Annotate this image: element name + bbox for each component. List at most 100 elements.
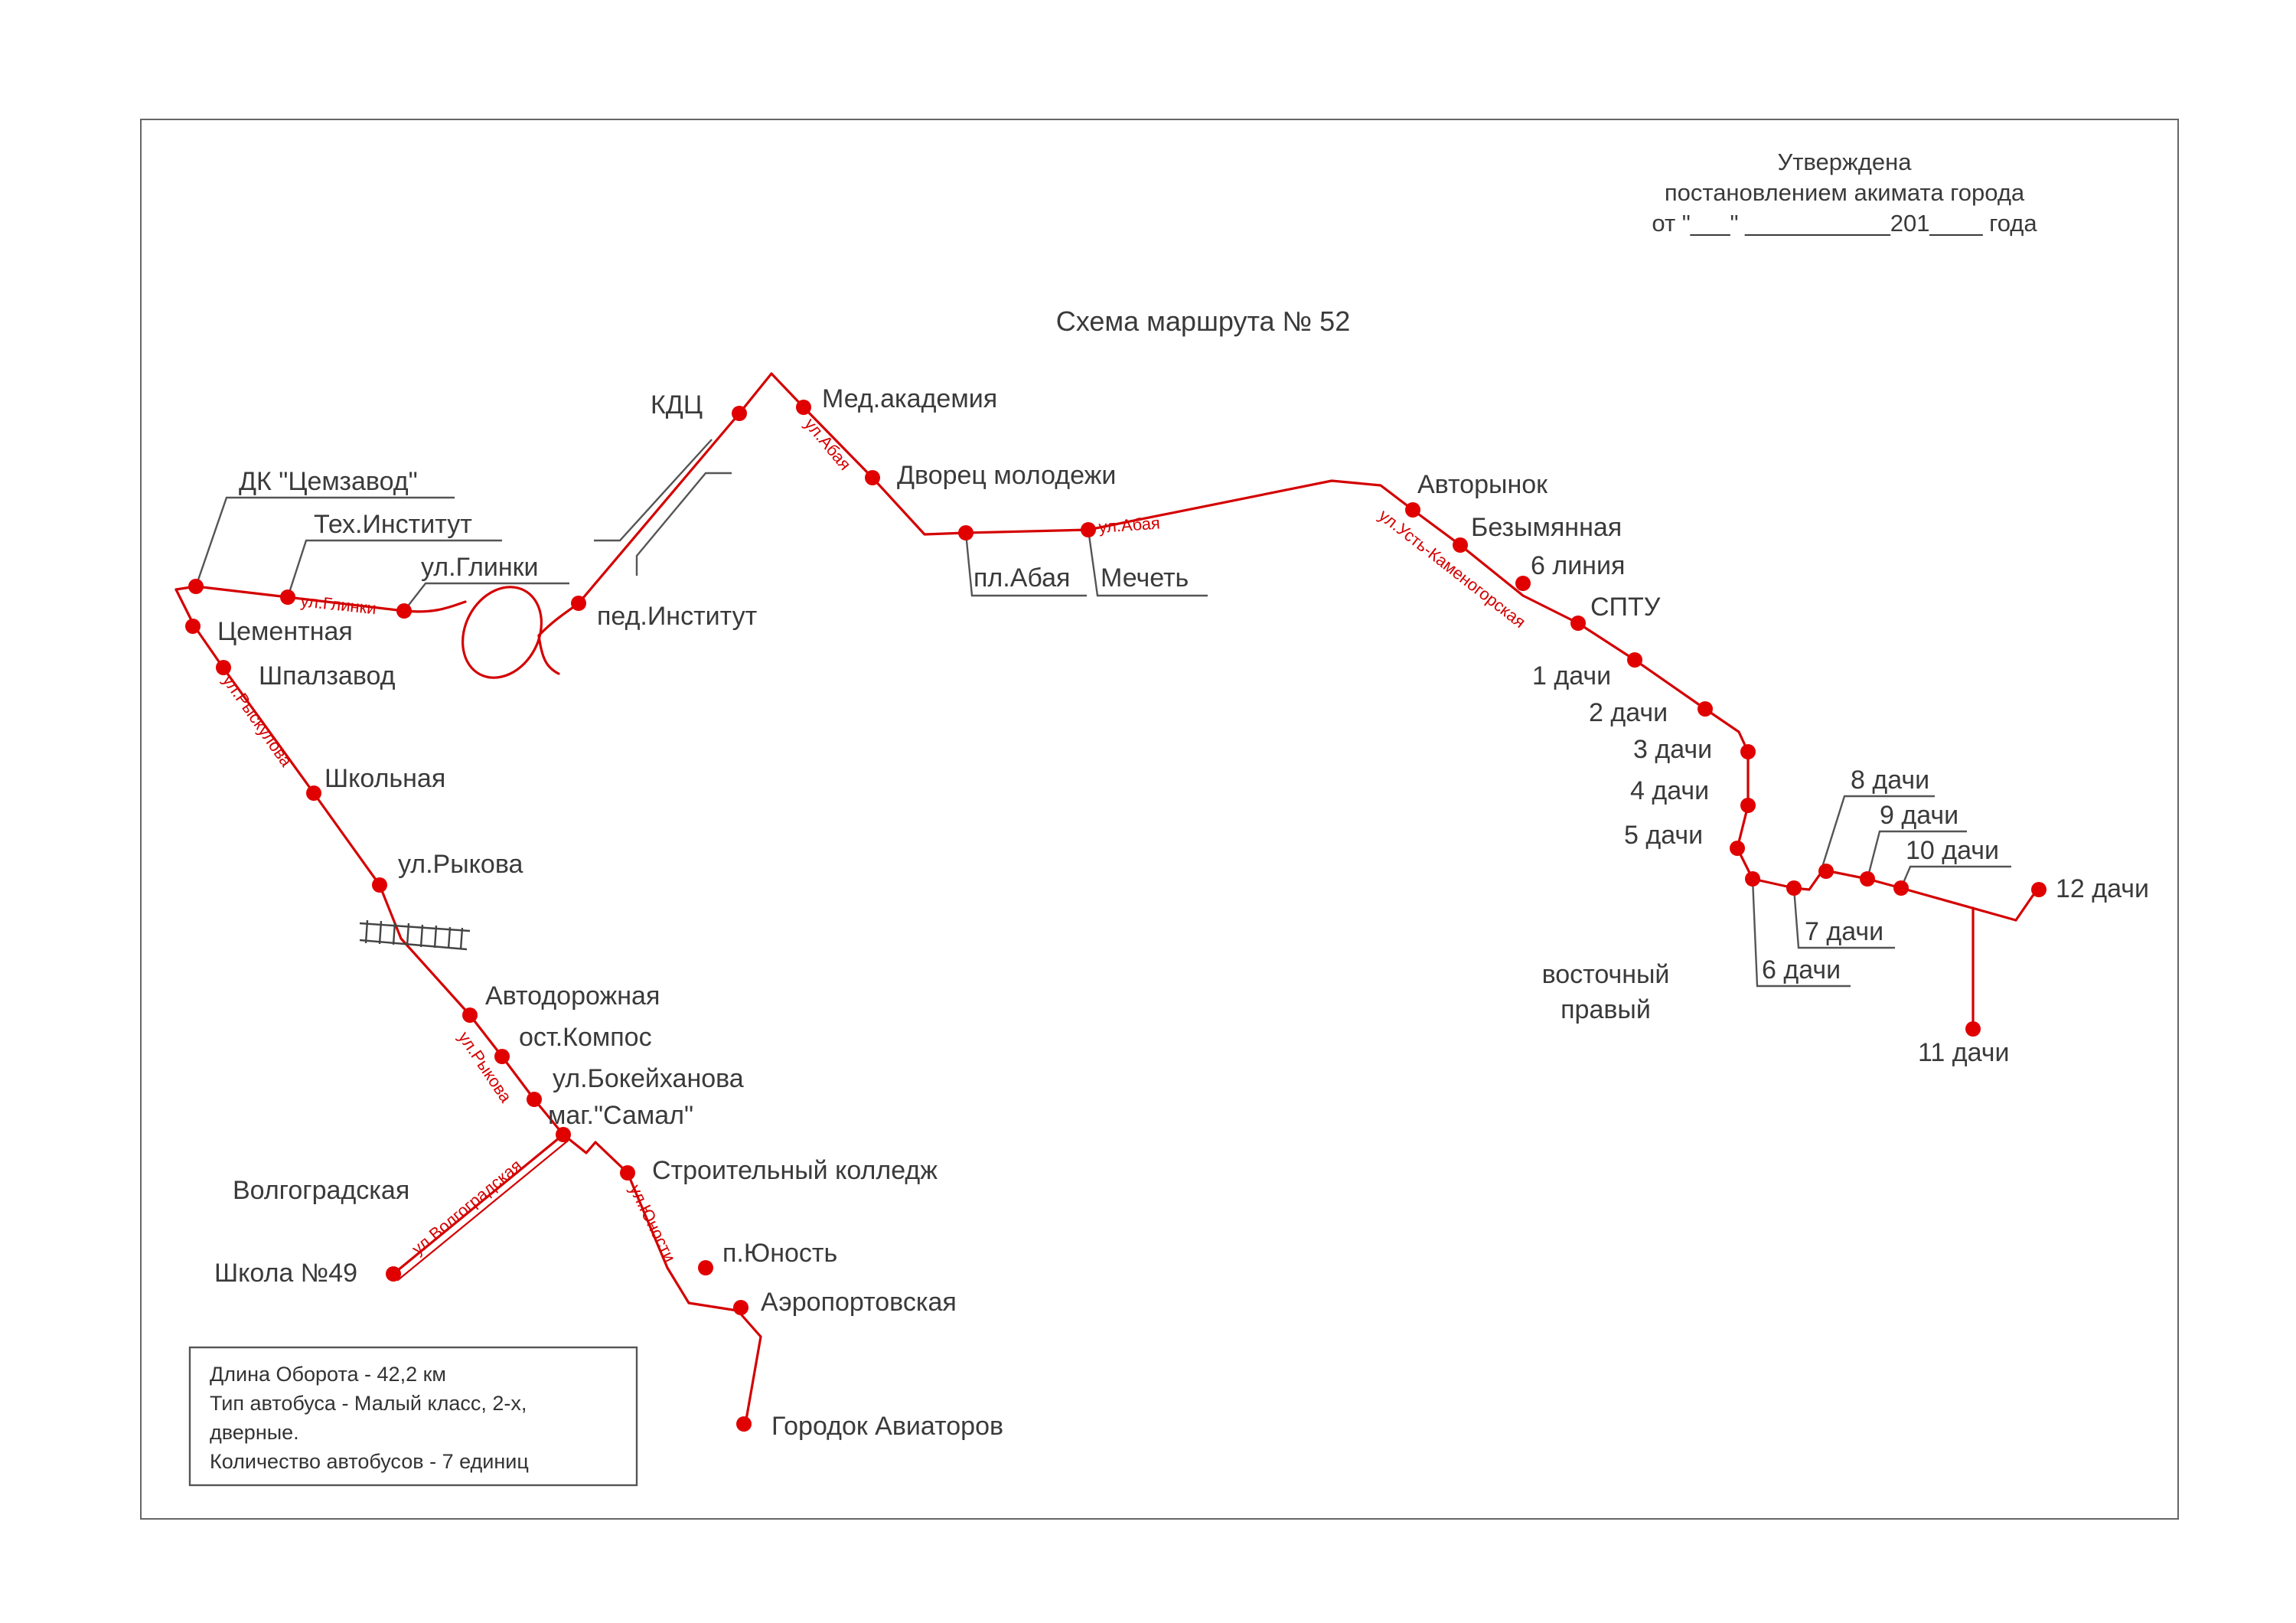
label-volgogradskaya: Волгоградская xyxy=(233,1176,409,1205)
info-turnover-length: Длина Оборота - 42,2 км xyxy=(210,1363,446,1386)
stop-dot-ost-kompos[interactable] xyxy=(494,1049,510,1064)
label-ped-institute: пед.Институт xyxy=(597,602,757,631)
label-dachi-1: 1 дачи xyxy=(1532,661,1611,691)
label-p-yunost: п.Юность xyxy=(722,1239,837,1268)
label-dachi-2: 2 дачи xyxy=(1589,698,1668,727)
stop-labels: КДЦ Мед.академия Дворец молодежи пл.Абая… xyxy=(214,384,2149,1441)
bridge-lines xyxy=(594,439,732,576)
stop-dot-mag-samal[interactable] xyxy=(556,1127,571,1142)
stop-dot-gorodok-aviatorov[interactable] xyxy=(736,1416,752,1432)
label-dachi-6: 6 дачи xyxy=(1762,955,1841,985)
label-avtorynok: Авторынок xyxy=(1417,470,1548,499)
stop-dot-p-yunost[interactable] xyxy=(698,1260,713,1275)
info-bus-count: Количество автобусов - 7 единиц xyxy=(210,1450,529,1473)
label-shkolnaya: Школьная xyxy=(325,764,445,793)
stop-dot-kdc[interactable] xyxy=(732,406,747,421)
stop-dot-dk-cemzavod[interactable] xyxy=(188,579,204,594)
label-ul-glinki: ул.Глинки xyxy=(421,553,539,582)
label-dachi-12: 12 дачи xyxy=(2056,874,2149,903)
label-mosque: Мечеть xyxy=(1101,563,1189,593)
label-pl-abaya: пл.Абая xyxy=(974,563,1070,593)
label-dachi-11: 11 дачи xyxy=(1918,1038,2009,1067)
label-shpalzavod: Шпалзавод xyxy=(259,661,396,691)
label-dachi-4: 4 дачи xyxy=(1630,776,1709,805)
stop-dot-school-49[interactable] xyxy=(386,1266,401,1282)
street-abaya-2: ул.Абая xyxy=(1098,513,1161,537)
label-dachi-5: 5 дачи xyxy=(1624,821,1703,850)
stop-dot-shpalzavod[interactable] xyxy=(216,660,231,675)
label-kdc: КДЦ xyxy=(651,390,703,420)
street-glinki: ул.Глинки xyxy=(299,591,377,618)
stop-dot-dachi-5[interactable] xyxy=(1730,841,1745,856)
area-label-line-1: восточный xyxy=(1542,960,1670,989)
stop-dot-mosque[interactable] xyxy=(1081,522,1096,537)
stop-dot-bezymyannaya[interactable] xyxy=(1453,537,1468,553)
stop-dot-ul-rykova[interactable] xyxy=(372,877,387,893)
label-dachi-7: 7 дачи xyxy=(1805,917,1883,946)
stop-dot-med-academy[interactable] xyxy=(796,400,811,415)
route-info-box: Длина Оборота - 42,2 км Тип автобуса - М… xyxy=(188,1346,638,1487)
railway-crossing xyxy=(359,919,471,951)
label-dachi-3: 3 дачи xyxy=(1633,735,1712,764)
stop-dot-dachi-11[interactable] xyxy=(1965,1021,1981,1037)
street-rykova: ул.Рыкова xyxy=(455,1028,516,1106)
label-ul-bokeikhanova: ул.Бокейханова xyxy=(553,1064,744,1093)
label-tech-institute: Тех.Институт xyxy=(314,510,472,539)
stop-dot-ped-institute[interactable] xyxy=(571,596,586,611)
stop-dot-stroit-college[interactable] xyxy=(620,1165,635,1181)
stop-dot-pl-abaya[interactable] xyxy=(958,525,974,540)
street-volgogradskaya: ул.Волгоградская xyxy=(408,1156,525,1259)
stop-dot-cementnaya[interactable] xyxy=(185,619,201,634)
approval-line-2: постановлением акимата города xyxy=(1665,179,2025,206)
label-dachi-8: 8 дачи xyxy=(1851,766,1929,795)
stop-dot-ul-glinki[interactable] xyxy=(396,603,412,619)
stop-dot-avtodorozhnaya[interactable] xyxy=(462,1007,478,1023)
approval-line-1: Утверждена xyxy=(1778,149,1913,175)
label-med-academy: Мед.академия xyxy=(822,384,997,413)
stop-dot-dachi-3[interactable] xyxy=(1740,744,1756,759)
area-label-line-2: правый xyxy=(1561,995,1651,1024)
label-dachi-9: 9 дачи xyxy=(1880,801,1958,830)
label-aeroportovskaya: Аэропортовская xyxy=(761,1288,957,1317)
info-bus-type: Тип автобуса - Малый класс, 2-х, xyxy=(210,1392,527,1415)
label-ul-rykova: ул.Рыкова xyxy=(398,850,523,879)
label-dachi-10: 10 дачи xyxy=(1906,836,1999,865)
label-gorodok-aviatorov: Городок Авиаторов xyxy=(771,1412,1003,1441)
stop-dot-tech-institute[interactable] xyxy=(280,589,295,605)
label-sptu: СПТУ xyxy=(1590,593,1661,622)
stop-dot-dachi-7[interactable] xyxy=(1786,880,1802,896)
stop-dot-dachi-2[interactable] xyxy=(1698,701,1713,717)
stop-dot-sptu[interactable] xyxy=(1570,616,1586,631)
stop-dot-aeroportovskaya[interactable] xyxy=(733,1300,748,1315)
route-line xyxy=(174,372,2040,1425)
stop-dot-avtorynok[interactable] xyxy=(1405,502,1420,518)
street-labels: ул.Абая ул.Абая ул.Глинки ул.Рыскулова у… xyxy=(219,414,1529,1265)
street-yunosti: ул.Юности xyxy=(626,1181,680,1265)
label-6-liniya: 6 линия xyxy=(1531,551,1625,580)
stop-dot-ul-bokeikhanova[interactable] xyxy=(527,1092,542,1107)
stop-dot-palace-youth[interactable] xyxy=(865,470,880,485)
label-stroit-college: Строительный колледж xyxy=(652,1156,938,1185)
label-bezymyannaya: Безымянная xyxy=(1471,513,1622,542)
info-box-frame xyxy=(188,1346,638,1487)
info-bus-type-cont: дверные. xyxy=(210,1421,299,1444)
stop-dot-dachi-1[interactable] xyxy=(1627,652,1642,668)
label-cementnaya: Цементная xyxy=(217,617,353,646)
stop-dot-6-liniya[interactable] xyxy=(1515,576,1531,591)
stop-markers xyxy=(185,400,2047,1432)
leader-lines xyxy=(194,496,2011,988)
stop-dot-dachi-12[interactable] xyxy=(2031,882,2047,897)
label-ost-kompos: ост.Компос xyxy=(519,1023,652,1052)
stop-dot-dachi-6[interactable] xyxy=(1745,871,1760,887)
stop-dot-dachi-10[interactable] xyxy=(1893,880,1909,896)
stop-dot-shkolnaya[interactable] xyxy=(306,785,321,801)
label-mag-samal: маг."Самал" xyxy=(548,1101,693,1130)
stop-dot-dachi-9[interactable] xyxy=(1860,871,1875,887)
label-palace-youth: Дворец молодежи xyxy=(897,461,1116,490)
map-title: Схема маршрута № 52 xyxy=(1056,305,1350,337)
stop-dot-dachi-8[interactable] xyxy=(1818,864,1834,879)
approval-line-3: от "___" ___________201____ года xyxy=(1652,210,2037,237)
label-avtodorozhnaya: Автодорожная xyxy=(485,981,660,1011)
stop-dot-dachi-4[interactable] xyxy=(1740,798,1756,813)
